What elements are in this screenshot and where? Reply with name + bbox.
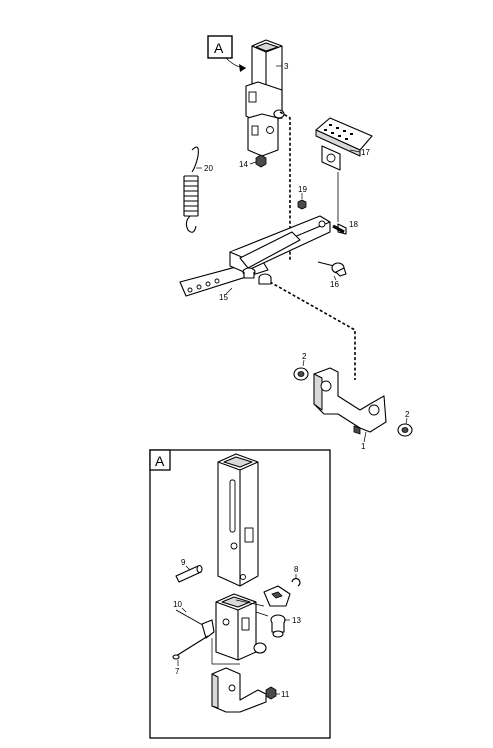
callout-14: 14 [239, 160, 248, 169]
inset-part-13-knob [270, 614, 290, 638]
part-2-bushing-upper [293, 359, 309, 381]
callout-8: 8 [294, 565, 299, 574]
callout-3: 3 [284, 62, 289, 71]
part-14-nut [249, 154, 267, 168]
inset-u-clamp [211, 667, 267, 713]
inset-square-tube [217, 453, 259, 587]
part-16-bolt [317, 261, 347, 281]
inset-part-9-pin [175, 564, 203, 583]
callout-1: 1 [361, 442, 366, 451]
callout-19: 19 [298, 185, 307, 194]
callout-18: 18 [349, 220, 358, 229]
callout-20: 20 [204, 164, 213, 173]
part-18-bolt [332, 172, 347, 235]
callout-16: 16 [330, 280, 339, 289]
callout-11: 11 [281, 690, 290, 699]
inset-part-8-clip [291, 574, 301, 587]
callout-2-upper: 2 [302, 352, 307, 361]
part-15-lever-arm [179, 215, 331, 297]
inset-part-10-bolt [175, 607, 215, 639]
callout-9: 9 [181, 558, 186, 567]
callout-17: 17 [361, 148, 370, 157]
part-17-pedal [315, 117, 373, 171]
callout-15: 15 [219, 293, 228, 302]
arrow-icon [239, 64, 246, 72]
part-2-bushing-lower [397, 417, 413, 437]
part-20-spring [183, 146, 202, 233]
inset-short-tube [215, 593, 267, 661]
part-1-bracket [313, 367, 387, 443]
callout-10: 10 [173, 600, 182, 609]
part-19-nut [297, 193, 307, 210]
inset-detail-a: A [149, 449, 331, 739]
assembly-line-b [269, 281, 356, 380]
inset-latch-block [263, 585, 291, 607]
part-3-square-tube [245, 39, 285, 157]
detail-tag-a: A [207, 35, 247, 72]
callout-7: 7 [175, 667, 180, 676]
inset-tag-label: A [155, 453, 165, 469]
callout-2-lower: 2 [405, 410, 410, 419]
inset-part-7-pin [172, 635, 209, 666]
detail-tag-label: A [214, 40, 224, 56]
inset-part-11-nut [265, 686, 280, 700]
callout-13: 13 [292, 616, 301, 625]
